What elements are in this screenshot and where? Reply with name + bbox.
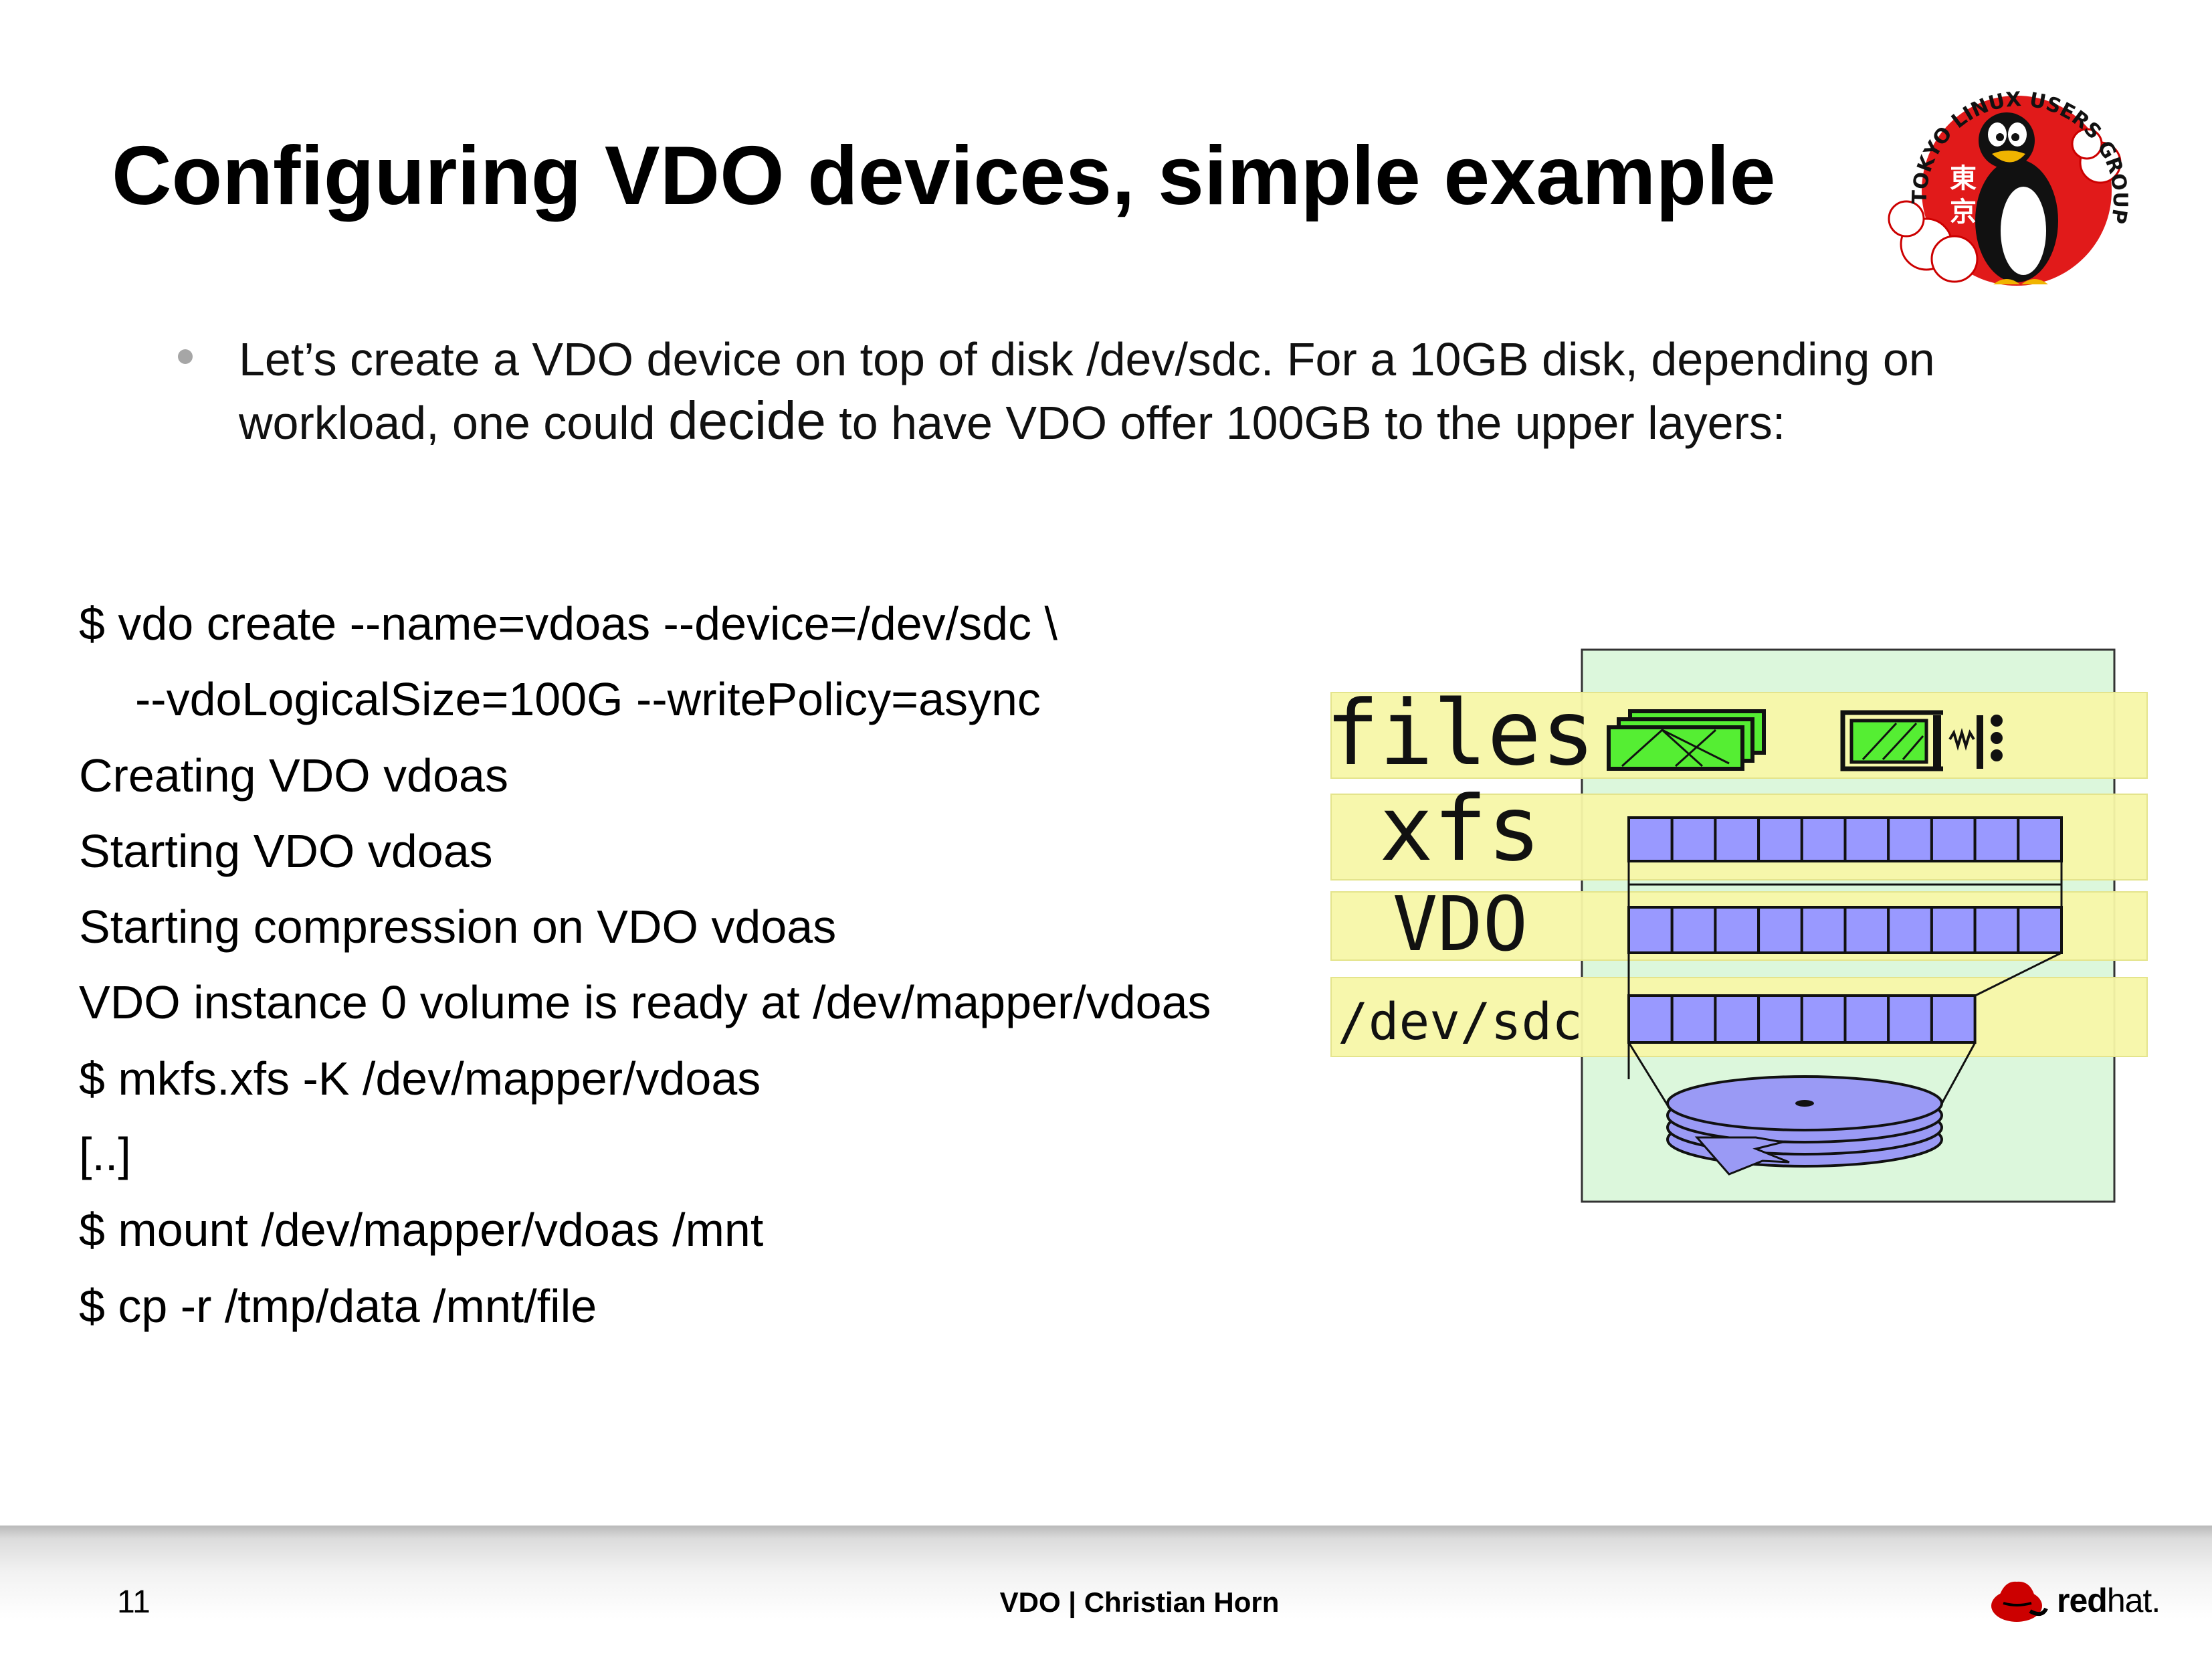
- page-number: 11: [117, 1584, 150, 1620]
- logo-kanji: 東: [1950, 163, 1977, 194]
- sdc-block: [1670, 994, 1717, 1044]
- command-line: $ mount /dev/mapper/vdoas /mnt: [79, 1204, 764, 1257]
- sdc-block: [1714, 994, 1761, 1044]
- vdo-block: [1887, 906, 1933, 954]
- xfs-block: [1757, 816, 1803, 862]
- tokyo-linux-users-group-logo: 東 京 TOKYO LINUX USERS GROUP: [1888, 88, 2132, 286]
- vdo-block: [1714, 906, 1761, 954]
- bullet-text-emphasis: decide: [668, 391, 826, 450]
- vdo-block: [1930, 906, 1977, 954]
- footer-title: VDO | Christian Horn: [999, 1586, 1280, 1618]
- vdo-stack-diagram: files xfs VDO /dev/sdc: [1328, 648, 2148, 1203]
- command-line: $ cp -r /tmp/data /mnt/file: [79, 1279, 597, 1332]
- command-line: VDO instance 0 volume is ready at /dev/m…: [79, 976, 1211, 1029]
- vdo-block: [1800, 906, 1847, 954]
- xfs-block: [1887, 816, 1933, 862]
- file-icon-truncated: [1840, 710, 2003, 771]
- sdc-block: [1800, 994, 1847, 1044]
- redhat-wordmark: redhat.: [2057, 1580, 2160, 1621]
- sdc-block: [1757, 994, 1803, 1044]
- redhat-wordmark-bold: red: [2057, 1582, 2108, 1619]
- footer-bar: [0, 1526, 2212, 1660]
- svg-text:京: 京: [1950, 197, 1977, 227]
- command-line: Starting compression on VDO vdoas: [79, 901, 837, 953]
- redhat-logo-icon: [1991, 1581, 2048, 1622]
- xfs-block: [1930, 816, 1977, 862]
- bullet-item: Let’s create a VDO device on top of disk…: [174, 329, 2147, 454]
- block-rows: [1627, 816, 2064, 1044]
- xfs-block: [1670, 816, 1717, 862]
- vdo-block: [2017, 906, 2064, 954]
- command-line: --vdoLogicalSize=100G --writePolicy=asyn…: [135, 673, 1041, 726]
- bullet-text-part2: to have VDO offer 100GB to the upper lay…: [825, 397, 1786, 449]
- command-transcript: $ vdo create --name=vdoas --device=/dev/…: [79, 590, 1350, 1348]
- command-line: $ vdo create --name=vdoas --device=/dev/…: [79, 597, 1058, 650]
- layer-label-vdo: VDO: [1393, 881, 1528, 968]
- redhat-wordmark-light: hat.: [2106, 1582, 2160, 1619]
- xfs-block: [1973, 816, 2020, 862]
- xfs-block: [1800, 816, 1847, 862]
- vdo-block: [1670, 906, 1717, 954]
- xfs-block: [1627, 816, 1674, 862]
- disk-icon: [1666, 1075, 1943, 1176]
- layer-label-files: files: [1328, 681, 1595, 786]
- layer-label-xfs: xfs: [1379, 777, 1541, 881]
- sdc-block: [1627, 994, 1674, 1044]
- file-icon-stack: [1607, 709, 1766, 771]
- mapping-lines: [1627, 861, 2063, 1108]
- sdc-block: [1930, 994, 1977, 1044]
- layer-label-dev-sdc: /dev/sdc: [1338, 992, 1583, 1051]
- sdc-block: [1843, 994, 1890, 1044]
- xfs-block: [1843, 816, 1890, 862]
- vdo-block: [1757, 906, 1803, 954]
- vdo-block: [1843, 906, 1890, 954]
- bullet-dot: [178, 349, 193, 364]
- command-line: Creating VDO vdoas: [79, 749, 508, 802]
- command-line: [..]: [79, 1128, 131, 1181]
- vdo-block: [1627, 906, 1674, 954]
- command-line: Starting VDO vdoas: [79, 824, 493, 877]
- sdc-block: [1887, 994, 1933, 1044]
- slide-title: Configuring VDO devices, simple example: [112, 130, 1776, 222]
- bullet-text-part1: Let’s create a VDO device on top of disk…: [239, 333, 1935, 449]
- command-line: $ mkfs.xfs -K /dev/mapper/vdoas: [79, 1052, 761, 1105]
- xfs-block: [2017, 816, 2064, 862]
- vdo-block: [1973, 906, 2020, 954]
- xfs-block: [1714, 816, 1761, 862]
- bullet-text: Let’s create a VDO device on top of disk…: [239, 329, 2147, 454]
